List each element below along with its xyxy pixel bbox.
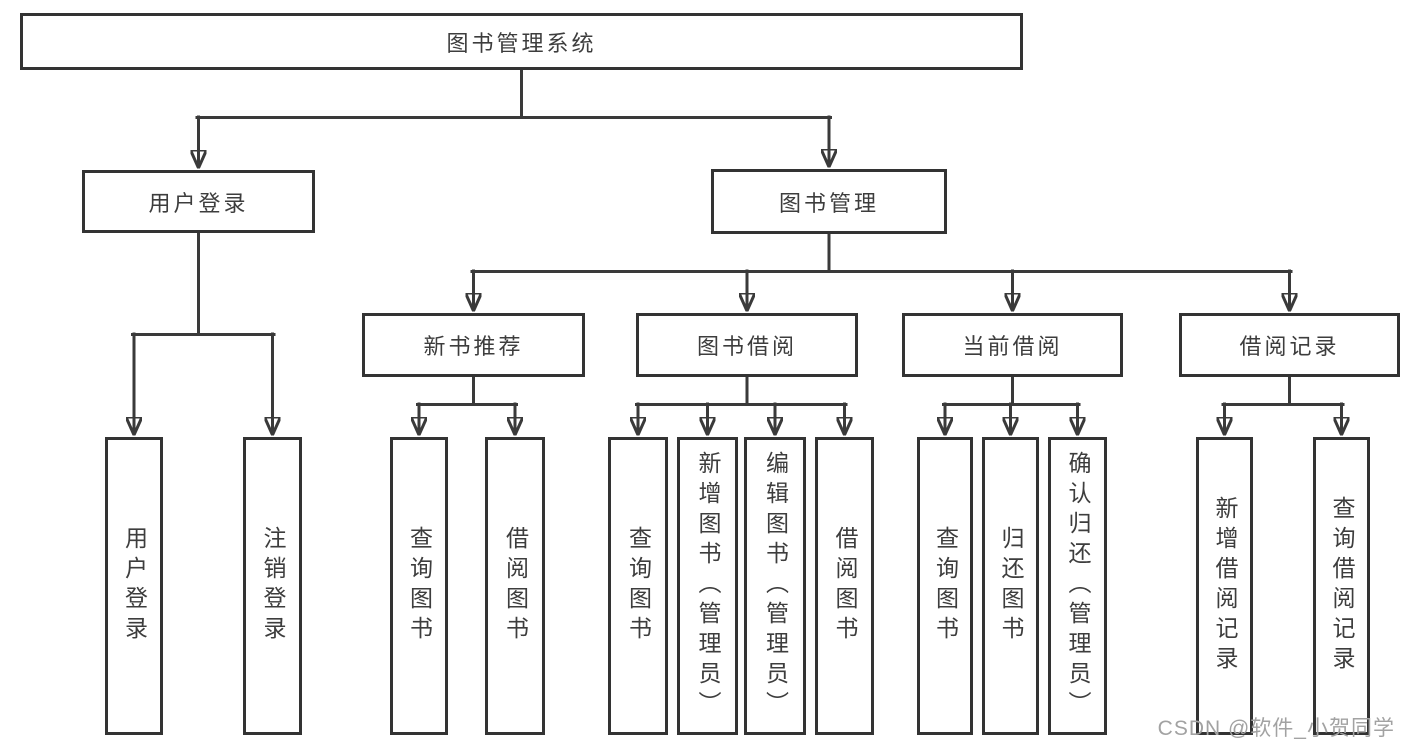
node-borrowing-records: 借阅记录 [1179,313,1400,377]
leaf-query-book-borrowing: 查询图书 [608,437,668,735]
leaf-query-borrow-record: 查询借阅记录 [1313,437,1370,735]
leaf-query-book-current: 查询图书 [917,437,973,735]
leaf-return-book: 归还图书 [982,437,1039,735]
watermark: CSDN @软件_小贺同学 [1157,717,1395,740]
leaf-add-borrow-record: 新增借阅记录 [1196,437,1253,735]
leaf-query-book-recommend: 查询图书 [390,437,448,735]
leaf-edit-book-admin: 编辑图书（管理员） [744,437,806,735]
node-current-borrowing: 当前借阅 [902,313,1123,377]
leaf-borrow-book-recommend: 借阅图书 [485,437,545,735]
leaf-add-book-admin: 新增图书（管理员） [677,437,738,735]
node-new-book-recommendation: 新书推荐 [362,313,585,377]
leaf-borrow-book-borrowing: 借阅图书 [815,437,874,735]
leaf-user-login: 用户登录 [105,437,163,735]
leaf-logout-login: 注销登录 [243,437,302,735]
node-user-login: 用户登录 [82,170,315,233]
leaf-confirm-return-admin: 确认归还（管理员） [1048,437,1107,735]
node-book-management: 图书管理 [711,169,947,234]
node-system-root: 图书管理系统 [20,13,1023,70]
node-book-borrowing: 图书借阅 [636,313,858,377]
